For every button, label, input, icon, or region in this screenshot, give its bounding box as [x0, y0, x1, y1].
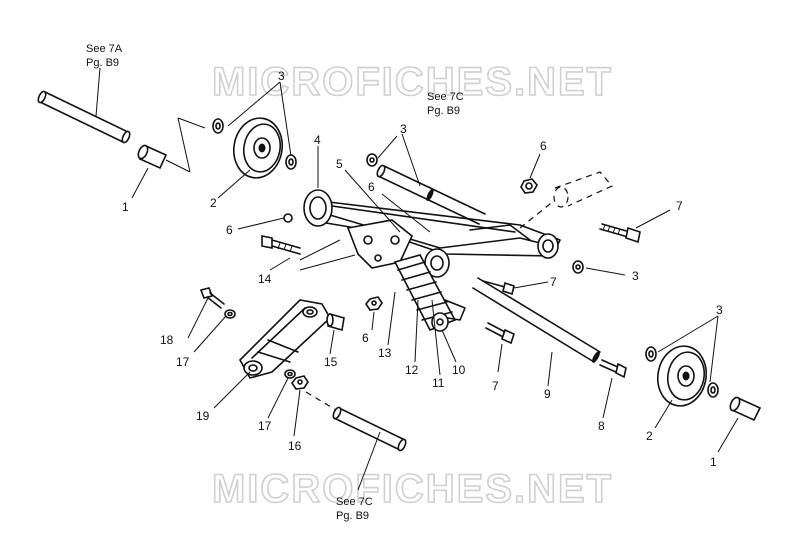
washer-right-small [572, 260, 584, 274]
callout-8: 8 [598, 419, 605, 433]
watermark-top: MICROFICHES.NET [212, 60, 613, 104]
callout-3-right-small: 3 [632, 269, 639, 283]
bolt-8 [599, 359, 627, 379]
callout-19: 19 [196, 409, 210, 423]
reference-bottom-center-line2: Pg. B9 [336, 510, 369, 522]
shaft-bottom [305, 391, 407, 452]
nut-plate-left [283, 213, 293, 223]
shaft-upper [376, 164, 486, 225]
upper-arm-assembly [303, 189, 561, 278]
reference-bottom-center-line1: See 7C [336, 496, 373, 508]
lower-link-arm [239, 299, 332, 379]
callout-17-upper: 17 [176, 355, 190, 369]
nut-upper-right [520, 178, 538, 194]
watermark-bottom: MICROFICHES.NET [212, 467, 613, 511]
callout-16: 16 [288, 439, 302, 453]
callout-1-top-left: 1 [122, 200, 129, 214]
nut-plate-lower [365, 296, 383, 311]
callout-2-right: 2 [646, 429, 653, 443]
bolt-14 [261, 235, 301, 255]
callout-7-right: 7 [550, 275, 557, 289]
callout-7-upper-right: 7 [676, 199, 683, 213]
dashed-bushing [519, 171, 613, 229]
dash-line-top-left [165, 117, 206, 173]
callout-labels: 1 1 2 2 3 3 3 3 4 5 6 6 6 6 7 7 7 8 9 10… [122, 69, 723, 469]
callout-4: 4 [314, 133, 321, 147]
idler-wheel-top-left [212, 117, 297, 179]
callout-6-lower: 6 [362, 331, 369, 345]
leader-lines [95, 67, 739, 491]
connector-lines [299, 239, 356, 271]
reference-bottom-center: See 7C Pg. B9 [336, 496, 373, 522]
shock-absorber-spring [393, 254, 466, 332]
reference-top-center: See 7C Pg. B9 [427, 91, 464, 117]
callout-14: 14 [258, 272, 272, 286]
spacer-right [729, 396, 762, 422]
washer-17-lower [284, 369, 296, 379]
shaft-top-left [37, 90, 131, 144]
reference-top-left: See 7A Pg. B9 [86, 43, 123, 69]
callout-6-upper-right: 6 [540, 139, 547, 153]
bolt-lower-center [485, 322, 515, 345]
washer-upper [366, 153, 378, 167]
callout-9: 9 [544, 387, 551, 401]
reference-top-left-line1: See 7A [86, 43, 123, 55]
bolt-lower-right [482, 280, 515, 296]
callout-12: 12 [405, 363, 419, 377]
callout-7-lower: 7 [492, 379, 499, 393]
callout-10: 10 [452, 363, 466, 377]
bushing-15 [326, 312, 345, 332]
callout-6-left: 6 [226, 223, 233, 237]
callout-3-right: 3 [716, 303, 723, 317]
callout-6-upper: 6 [368, 180, 375, 194]
reference-top-center-line1: See 7C [427, 91, 464, 103]
callout-15: 15 [324, 355, 338, 369]
callout-5: 5 [336, 157, 343, 171]
callout-2-top-left: 2 [210, 196, 217, 210]
bolt-upper-right [599, 223, 641, 244]
callout-18: 18 [160, 333, 174, 347]
callout-3-top-left: 3 [278, 69, 285, 83]
callout-1-right: 1 [710, 455, 717, 469]
spacer-top-left [137, 144, 168, 170]
callout-11: 11 [432, 376, 445, 390]
washer-17-upper [224, 309, 236, 319]
nut-16 [291, 375, 309, 390]
idler-wheel-right [645, 345, 719, 407]
bolt-18 [199, 287, 225, 309]
reference-top-left-line2: Pg. B9 [86, 57, 119, 69]
reference-top-center-line2: Pg. B9 [427, 105, 460, 117]
callout-17-lower: 17 [258, 419, 272, 433]
callout-3-upper: 3 [400, 122, 407, 136]
callout-13: 13 [378, 346, 392, 360]
shaft-lower-long [472, 277, 601, 363]
